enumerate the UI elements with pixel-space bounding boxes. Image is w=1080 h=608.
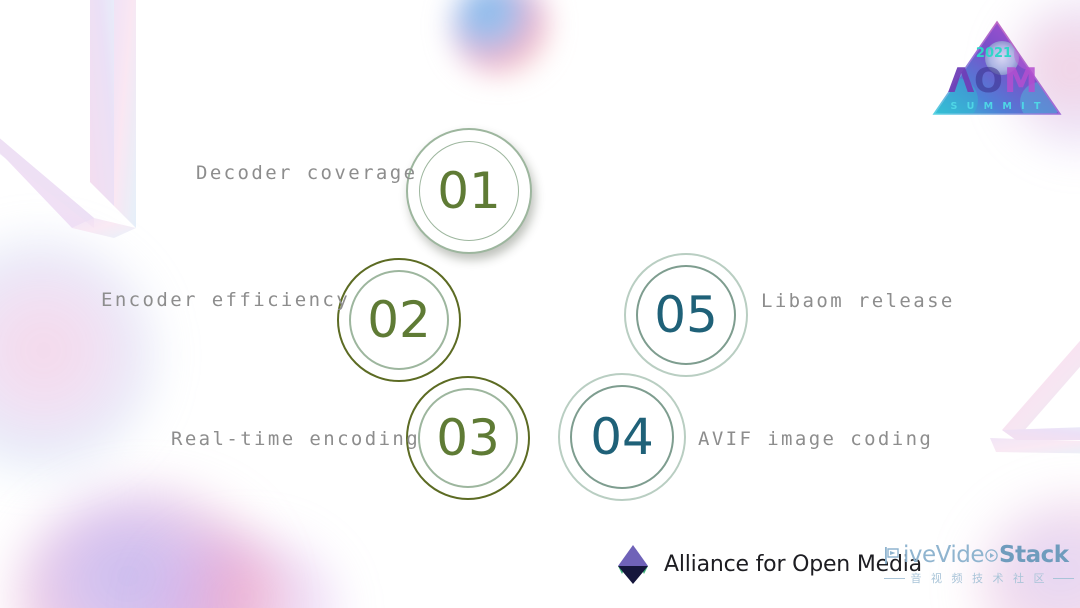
gradient-blob-top-center — [452, 0, 548, 74]
lvs-word-light: iveVide — [903, 542, 985, 568]
agenda-label-03: Real-time encoding — [171, 428, 421, 450]
agenda-node-05[interactable]: 05 — [624, 253, 748, 377]
aom-diamond-logo-icon — [618, 545, 648, 584]
lvs-rule-right — [1053, 577, 1074, 579]
agenda-node-03[interactable]: 03 — [406, 376, 530, 500]
lvs-play-dot-icon — [985, 548, 998, 562]
agenda-node-number: 04 — [590, 408, 654, 466]
lvs-flag-icon — [885, 546, 899, 564]
agenda-node-number: 02 — [367, 291, 431, 349]
agenda-label-05: Libaom release — [761, 290, 955, 312]
agenda-node-inner-ring — [636, 265, 736, 365]
lvs-subtitle-row: 音 视 频 技 术 社 区 — [884, 570, 1074, 586]
penrose-triangle-icon — [0, 0, 136, 238]
agenda-node-inner-ring — [349, 270, 449, 370]
agenda-node-inner-ring — [419, 141, 519, 241]
agenda-label-02: Encoder efficiency — [101, 289, 351, 311]
footer-logos: Alliance for Open Media iveVide Stack 音 … — [0, 536, 1080, 600]
svg-text:Λ: Λ — [948, 61, 975, 101]
lvs-subtitle: 音 视 频 技 术 社 区 — [910, 572, 1048, 585]
agenda-label-01: Decoder coverage — [196, 162, 418, 184]
aom-logo: Alliance for Open Media — [612, 542, 922, 586]
agenda-node-01[interactable]: 01 — [406, 128, 532, 254]
penrose-triangle-icon — [990, 340, 1080, 454]
agenda-node-02[interactable]: 02 — [337, 258, 461, 382]
agenda-node-inner-ring — [570, 385, 674, 489]
svg-text:O: O — [974, 61, 1003, 101]
gradient-blob-left-mid — [0, 240, 154, 470]
agenda-node-number: 05 — [654, 286, 718, 344]
agenda-node-inner-ring — [418, 388, 518, 488]
lvs-rule-left — [884, 577, 905, 579]
agenda-label-04: AVIF image coding — [698, 428, 934, 450]
agenda-node-04[interactable]: 04 — [558, 373, 686, 501]
svg-text:M: M — [1004, 61, 1038, 101]
summit-event-label: S U M M I T — [950, 101, 1043, 112]
lvs-word-bold: Stack — [999, 542, 1069, 568]
aom-wordmark: Alliance for Open Media — [664, 551, 922, 577]
agenda-node-number: 03 — [436, 409, 500, 467]
aom-summit-badge: Λ O M 2021 S U M M I T — [932, 20, 1062, 115]
summit-year: 2021 — [976, 46, 1012, 61]
agenda-node-number: 01 — [437, 162, 501, 220]
lvs-wordmark: iveVide Stack — [884, 542, 1074, 568]
livevideostack-logo: iveVide Stack 音 视 频 技 术 社 区 — [884, 542, 1074, 586]
